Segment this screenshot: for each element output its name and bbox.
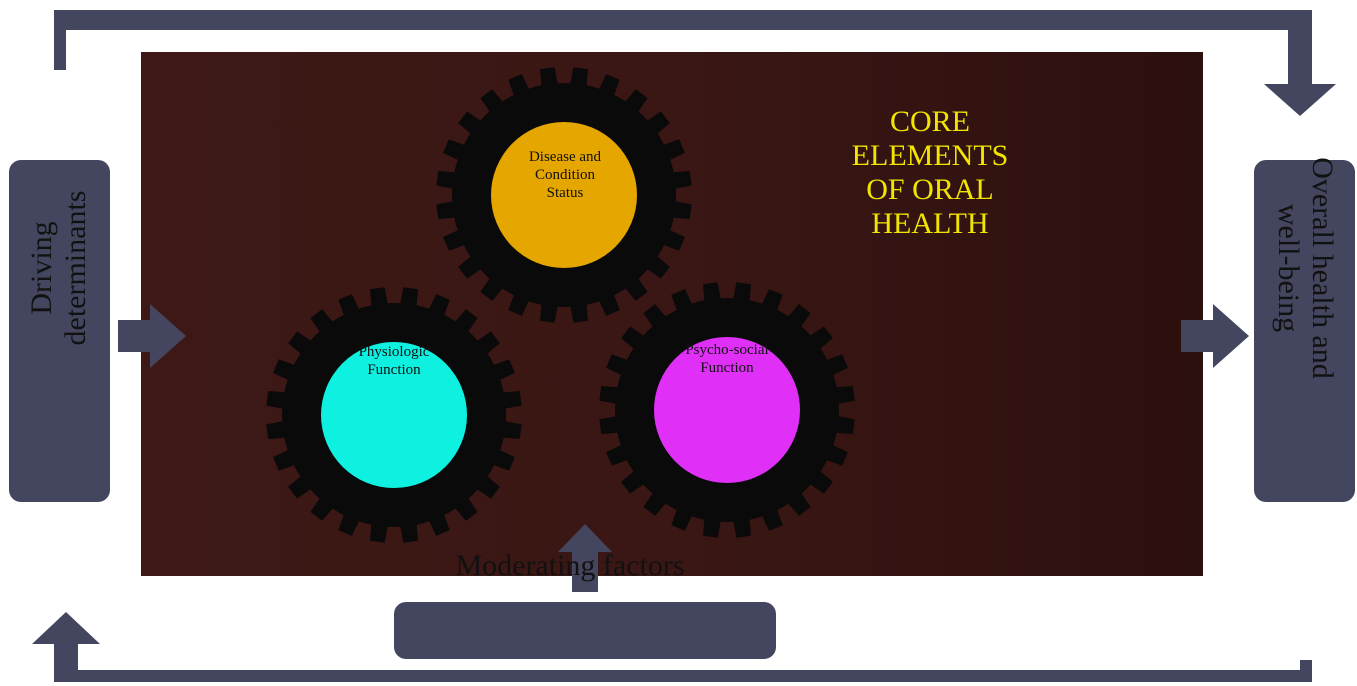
- psychosocial-gear-label: Psycho-social Function: [683, 341, 771, 377]
- core-line-3: OF ORAL: [866, 173, 994, 206]
- physiologic-line-1: Physiologic: [358, 344, 430, 360]
- disease-line-2: Condition: [534, 167, 595, 183]
- disease-line-3: Status: [546, 185, 584, 201]
- driving-determinants-label: Driving determinants: [25, 98, 93, 438]
- psychosocial-gear-icon: [599, 282, 855, 538]
- driving-line-2: determinants: [59, 190, 92, 346]
- gear-center-circle: [491, 122, 637, 268]
- driving-determinants-box: [9, 160, 110, 502]
- disease-line-1: Disease and: [528, 149, 602, 165]
- psychosocial-line-1: Psycho-social: [685, 342, 769, 358]
- physiologic-gear-icon: [266, 287, 522, 543]
- core-elements-title: CORE ELEMENTS OF ORAL HEALTH: [830, 105, 1030, 241]
- driving-line-1: Driving: [25, 221, 58, 315]
- overall-health-box: [1254, 160, 1355, 502]
- gear-center-circle: [654, 337, 800, 483]
- moderating-factors-label: Moderating factors: [455, 549, 685, 582]
- overall-health-label: Overall health and well-being: [1271, 98, 1339, 438]
- left-input-arrow: [118, 304, 186, 368]
- psychosocial-line-2: Function: [700, 360, 754, 376]
- right-output-arrow: [1181, 304, 1249, 368]
- gear-center-circle: [321, 342, 467, 488]
- top-feedback-loop: [54, 10, 1336, 116]
- moderating-factors-box: [394, 602, 776, 659]
- disease-gear-label: Disease and Condition Status: [505, 148, 625, 202]
- disease-gear-icon: [436, 67, 692, 323]
- core-line-4: HEALTH: [871, 207, 989, 240]
- overall-line-1: Overall health and: [1306, 157, 1339, 379]
- physiologic-line-2: Function: [367, 362, 421, 378]
- core-line-2: ELEMENTS: [851, 139, 1009, 172]
- moderating-up-arrow: [558, 524, 612, 592]
- core-line-1: CORE: [889, 105, 970, 138]
- bottom-feedback-loop: [32, 612, 1312, 682]
- physiologic-gear-label: Physiologic Function: [350, 343, 438, 379]
- overall-line-2: well-being: [1272, 203, 1305, 333]
